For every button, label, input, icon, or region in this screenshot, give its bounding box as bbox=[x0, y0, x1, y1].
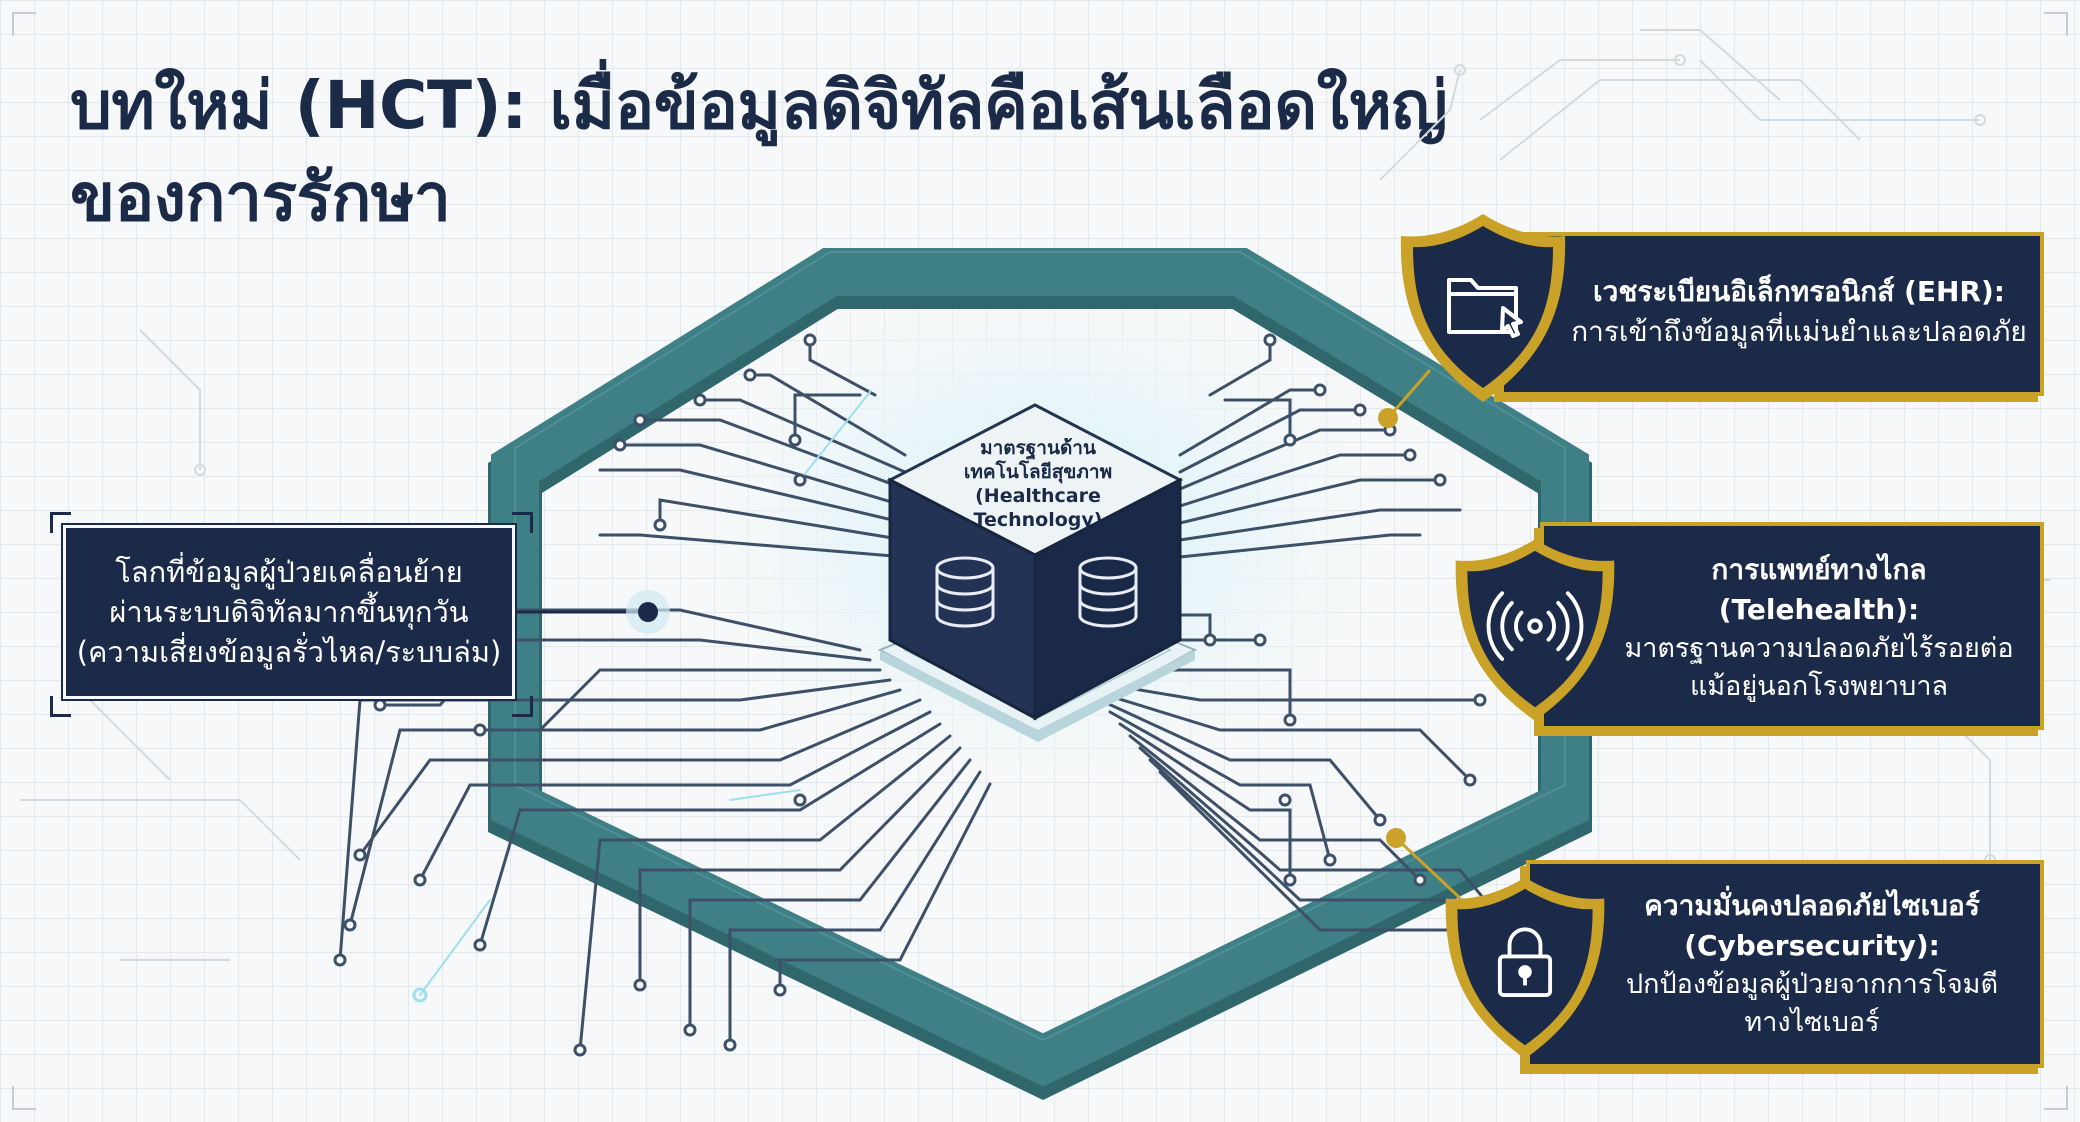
title-line-1: บทใหม่ (HCT): เมื่อข้อมูลดิจิทัลคือเส้นเ… bbox=[70, 67, 1448, 144]
folder-cursor-icon bbox=[1447, 278, 1523, 338]
cybersecurity-card-heading-2: (Cybersecurity): bbox=[1684, 929, 1940, 962]
cybersecurity-card-heading: ความมั่นคงปลอดภัยไซเบอร์ bbox=[1644, 889, 1980, 922]
page-title: บทใหม่ (HCT): เมื่อข้อมูลดิจิทัลคือเส้นเ… bbox=[70, 60, 1448, 244]
center-label-line-2: เทคโนโลยีสุขภาพ bbox=[963, 461, 1113, 483]
ehr-shield bbox=[1400, 214, 1566, 402]
cybersecurity-shield bbox=[1445, 877, 1605, 1059]
left-box-corner bbox=[50, 696, 71, 717]
left-box-corner bbox=[50, 512, 71, 533]
connector-dot bbox=[1378, 408, 1398, 428]
right-connectors bbox=[1386, 369, 1462, 900]
corner-mark bbox=[12, 1086, 36, 1110]
left-box-corner bbox=[512, 512, 533, 533]
telehealth-card-text-2: แม้อยู่นอกโรงพยาบาล bbox=[1689, 671, 1949, 702]
corner-mark bbox=[12, 12, 36, 36]
wireless-signal-icon bbox=[1486, 591, 1584, 661]
center-cube-label: มาตรฐานด้าน เทคโนโลยีสุขภาพ (Healthcare … bbox=[930, 436, 1146, 532]
telehealth-card: การแพทย์ทางไกล (Telehealth): มาตรฐานความ… bbox=[1540, 522, 2044, 730]
connector-dot bbox=[1386, 828, 1406, 848]
corner-mark bbox=[2044, 12, 2068, 36]
database-icon bbox=[1078, 556, 1138, 628]
ehr-card-text: การเข้าถึงข้อมูลที่แม่นยำและปลอดภัย bbox=[1571, 315, 2027, 348]
title-line-2: ของการรักษา bbox=[70, 159, 451, 236]
padlock-icon bbox=[1497, 927, 1553, 997]
cybersecurity-card: ความมั่นคงปลอดภัยไซเบอร์ (Cybersecurity)… bbox=[1526, 860, 2044, 1068]
telehealth-card-heading: การแพทย์ทางไกล bbox=[1711, 553, 1927, 586]
circuit-traces-upper-left bbox=[598, 333, 907, 559]
corner-mark bbox=[2044, 1086, 2068, 1110]
cybersecurity-card-text-1: ปกป้องข้อมูลผู้ป่วยจากการโจมตี bbox=[1626, 969, 1998, 1000]
patient-data-box: โลกที่ข้อมูลผู้ป่วยเคลื่อนย้าย ผ่านระบบด… bbox=[66, 528, 512, 696]
ehr-card: เวชระเบียนอิเล็กทรอนิกส์ (EHR): การเข้าถ… bbox=[1500, 232, 2044, 396]
left-box-line-2: ผ่านระบบดิจิทัลมากขึ้นทุกวัน bbox=[109, 595, 469, 629]
telehealth-card-heading-2: (Telehealth): bbox=[1718, 593, 1920, 626]
left-box-line-3: (ความเสี่ยงข้อมูลรั่วไหล/ระบบล่ม) bbox=[76, 635, 502, 669]
center-label-line-4: Technology) bbox=[973, 509, 1103, 531]
database-cube bbox=[886, 403, 1184, 721]
telehealth-shield bbox=[1455, 539, 1615, 721]
telehealth-card-text-1: มาตรฐานความปลอดภัยไร้รอยต่อ bbox=[1624, 633, 2014, 664]
center-label-line-3: (Healthcare bbox=[975, 485, 1101, 507]
left-box-corner bbox=[512, 696, 533, 717]
cybersecurity-card-text-2: ทางไซเบอร์ bbox=[1744, 1007, 1880, 1038]
left-connector bbox=[512, 590, 670, 634]
left-box-line-1: โลกที่ข้อมูลผู้ป่วยเคลื่อนย้าย bbox=[115, 555, 463, 589]
ehr-card-heading: เวชระเบียนอิเล็กทรอนิกส์ (EHR): bbox=[1593, 275, 2005, 308]
center-label-line-1: มาตรฐานด้าน bbox=[980, 437, 1096, 459]
database-icon bbox=[935, 556, 995, 628]
